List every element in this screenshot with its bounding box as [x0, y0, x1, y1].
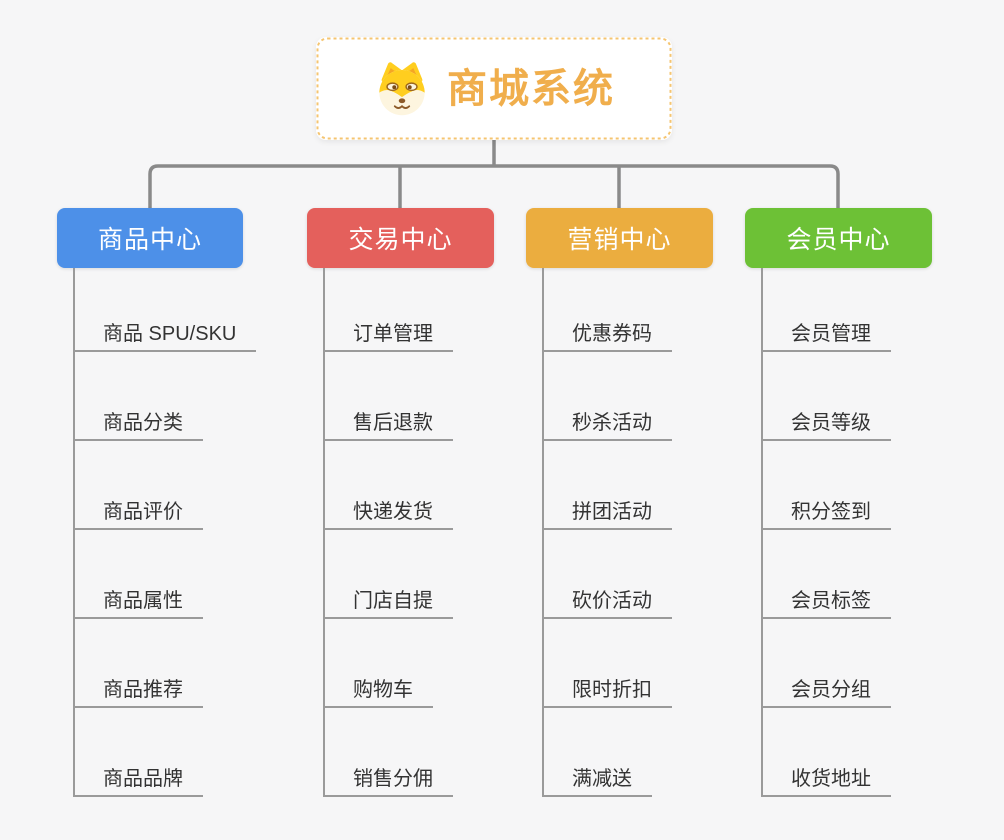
- subtopic-item[interactable]: 会员标签: [761, 575, 891, 619]
- subtopic-item[interactable]: 商品评价: [73, 486, 203, 530]
- subtopic-label: 限时折扣: [572, 679, 652, 701]
- subtopic-label: 优惠券码: [572, 323, 652, 345]
- subtopic-item[interactable]: 商品分类: [73, 397, 203, 441]
- subtopic-label: 商品推荐: [103, 679, 183, 701]
- branch-vertical-line: [542, 268, 544, 797]
- subtopic-label: 会员标签: [791, 590, 871, 612]
- subtopic-label: 商品 SPU/SKU: [103, 323, 237, 345]
- subtopic-label: 拼团活动: [572, 501, 652, 523]
- subtopic-label: 商品品牌: [103, 768, 183, 790]
- subtopic-label: 商品评价: [103, 501, 183, 523]
- subtopic-item[interactable]: 收货地址: [761, 753, 891, 797]
- branch-marketing-center: 营销中心 优惠券码 秒杀活动 拼团活动 砍价活动 限时折扣 满减送: [526, 208, 786, 808]
- subtopic-item[interactable]: 积分签到: [761, 486, 891, 530]
- subtopic-label: 快递发货: [353, 501, 433, 523]
- subtopic-label: 订单管理: [353, 323, 433, 345]
- subtopic-label: 销售分佣: [353, 768, 433, 790]
- subtopic-label: 会员分组: [791, 679, 871, 701]
- subtopic-item[interactable]: 满减送: [542, 753, 652, 797]
- subtopic-item[interactable]: 会员分组: [761, 664, 891, 708]
- branch-header[interactable]: 交易中心: [307, 208, 494, 268]
- subtopic-label: 砍价活动: [572, 590, 652, 612]
- subtopic-label: 会员等级: [791, 412, 871, 434]
- subtopic-item[interactable]: 会员管理: [761, 308, 891, 352]
- subtopic-item[interactable]: 销售分佣: [323, 753, 453, 797]
- subtopic-item[interactable]: 门店自提: [323, 575, 453, 619]
- subtopic-label: 积分签到: [791, 501, 871, 523]
- subtopic-label: 商品属性: [103, 590, 183, 612]
- subtopic-item[interactable]: 商品品牌: [73, 753, 203, 797]
- subtopic-item[interactable]: 商品 SPU/SKU: [73, 308, 257, 352]
- subtopic-label: 收货地址: [791, 768, 871, 790]
- branch-trade-center: 交易中心 订单管理 售后退款 快递发货 门店自提 购物车 销售分佣: [307, 208, 567, 808]
- subtopic-label: 秒杀活动: [572, 412, 652, 434]
- subtopic-label: 售后退款: [353, 412, 433, 434]
- subtopic-label: 满减送: [572, 768, 632, 790]
- branch-header[interactable]: 营销中心: [526, 208, 713, 268]
- branch-member-center: 会员中心 会员管理 会员等级 积分签到 会员标签 会员分组 收货地址: [745, 208, 1004, 808]
- subtopic-item[interactable]: 拼团活动: [542, 486, 672, 530]
- subtopic-item[interactable]: 限时折扣: [542, 664, 672, 708]
- subtopic-item[interactable]: 商品推荐: [73, 664, 203, 708]
- subtopic-item[interactable]: 快递发货: [323, 486, 453, 530]
- subtopic-label: 购物车: [353, 679, 413, 701]
- shiba-dog-icon: [379, 61, 425, 115]
- subtopic-item[interactable]: 售后退款: [323, 397, 453, 441]
- subtopic-label: 会员管理: [791, 323, 871, 345]
- subtopic-item[interactable]: 会员等级: [761, 397, 891, 441]
- branch-vertical-line: [73, 268, 75, 797]
- subtopic-label: 商品分类: [103, 412, 183, 434]
- root-node-mall-system[interactable]: 商城系统: [316, 37, 672, 140]
- branch-rail-connector: [148, 164, 840, 209]
- branch-header[interactable]: 商品中心: [57, 208, 243, 268]
- branch-product-center: 商品中心 商品 SPU/SKU 商品分类 商品评价 商品属性 商品推荐 商品品牌: [57, 208, 317, 808]
- branch-vertical-line: [323, 268, 325, 797]
- subtopic-item[interactable]: 购物车: [323, 664, 433, 708]
- root-title: 商城系统: [447, 66, 615, 111]
- subtopic-item[interactable]: 订单管理: [323, 308, 453, 352]
- branch-vertical-line: [761, 268, 763, 797]
- subtopic-item[interactable]: 砍价活动: [542, 575, 672, 619]
- branch-header[interactable]: 会员中心: [745, 208, 932, 268]
- subtopic-item[interactable]: 秒杀活动: [542, 397, 672, 441]
- subtopic-label: 门店自提: [353, 590, 433, 612]
- subtopic-item[interactable]: 商品属性: [73, 575, 203, 619]
- subtopic-item[interactable]: 优惠券码: [542, 308, 672, 352]
